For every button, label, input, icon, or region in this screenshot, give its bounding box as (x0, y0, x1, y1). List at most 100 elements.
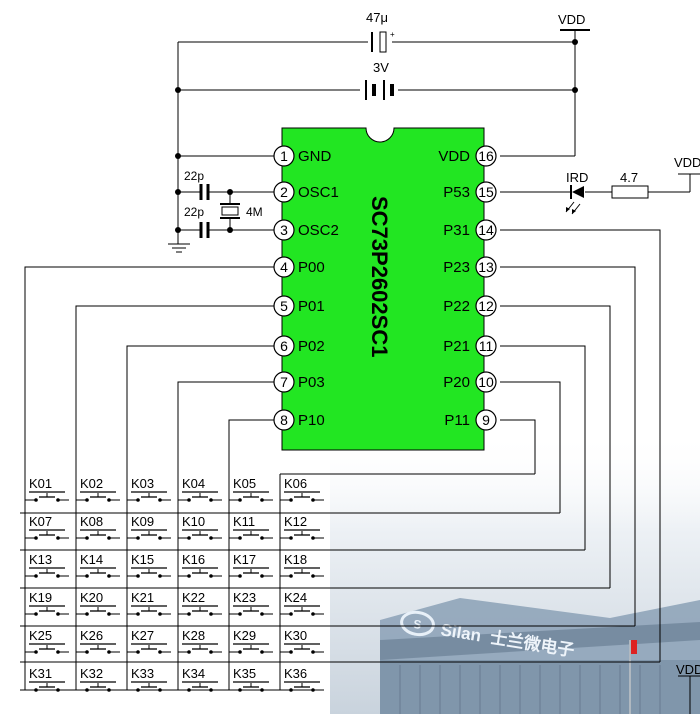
chip-body (281, 127, 485, 451)
key-switch: K14 (76, 552, 120, 578)
pin-number-circle (273, 145, 295, 167)
key-label: K23 (233, 590, 256, 605)
key-switch: K23 (229, 590, 273, 616)
pin-number: 9 (482, 412, 490, 428)
cap-electrolytic-label: 47μ (366, 10, 388, 25)
pin-8: 8 P10 (273, 409, 325, 431)
key-label: K28 (182, 628, 205, 643)
pin-label: OSC1 (298, 184, 339, 201)
key-label: K02 (80, 476, 103, 491)
svg-text:+: + (390, 30, 395, 39)
key-label: K21 (131, 590, 154, 605)
key-switch: K30 (280, 628, 324, 654)
electrolytic-capacitor: + 47μ (366, 10, 395, 53)
vdd-bottom-label: VDD (676, 662, 700, 677)
resistor-label: 4.7 (620, 170, 638, 185)
key-switch: K32 (76, 666, 120, 692)
cap2-label: 22p (184, 205, 204, 219)
key-label: K31 (29, 666, 52, 681)
key-switch: K26 (76, 628, 120, 654)
pin-label: P20 (443, 374, 470, 391)
pin-number: 4 (280, 259, 288, 275)
key-switch: K22 (178, 590, 222, 616)
key-switch: K17 (229, 552, 273, 578)
resistor-icon (611, 185, 649, 199)
key-switch: K03 (127, 476, 171, 502)
key-label: K05 (233, 476, 256, 491)
key-switch: K27 (127, 628, 171, 654)
pin-number: 13 (478, 259, 494, 275)
key-label: K03 (131, 476, 154, 491)
pin-number-circle (475, 181, 497, 203)
pin-16: 16 VDD (438, 145, 497, 167)
key-switch: K08 (76, 514, 120, 540)
battery-label: 3V (373, 60, 389, 75)
pin-label: P10 (298, 412, 325, 429)
key-label: K08 (80, 514, 103, 529)
key-switch: K10 (178, 514, 222, 540)
key-switch: K04 (178, 476, 222, 502)
key-switch: K15 (127, 552, 171, 578)
key-label: K10 (182, 514, 205, 529)
pin-label: VDD (438, 148, 470, 165)
pin-number-circle (273, 409, 295, 431)
pin-number-circle (273, 181, 295, 203)
key-switch: K18 (280, 552, 324, 578)
key-switch: K11 (229, 514, 273, 540)
pin-label: P23 (443, 259, 470, 276)
key-label: K24 (284, 590, 307, 605)
pin-label: P22 (443, 298, 470, 315)
key-switch: K13 (25, 552, 69, 578)
pin-number: 10 (478, 374, 494, 390)
pin-label: P31 (443, 222, 470, 239)
key-switch: K36 (280, 666, 324, 692)
key-label: K12 (284, 514, 307, 529)
key-label: K32 (80, 666, 103, 681)
key-label: K34 (182, 666, 205, 681)
key-label: K09 (131, 514, 154, 529)
pin-number-circle (273, 256, 295, 278)
pin-number: 8 (280, 412, 288, 428)
chip-name: SC73P2602SC1 (367, 196, 392, 357)
vdd-right-label: VDD (674, 155, 700, 170)
pin-number-circle (475, 371, 497, 393)
pin-number: 16 (478, 148, 494, 164)
pin-number-circle (475, 145, 497, 167)
pin-number: 6 (280, 338, 288, 354)
key-switch: K31 (25, 666, 69, 692)
vdd-top-label: VDD (558, 12, 585, 27)
key-label: K13 (29, 552, 52, 567)
pin-label: P21 (443, 338, 470, 355)
key-switch: K09 (127, 514, 171, 540)
key-label: K07 (29, 514, 52, 529)
key-label: K01 (29, 476, 52, 491)
key-label: K25 (29, 628, 52, 643)
pin-label: P53 (443, 184, 470, 201)
key-switch: K29 (229, 628, 273, 654)
junctions (175, 39, 578, 233)
key-label: K29 (233, 628, 256, 643)
key-switch: K19 (25, 590, 69, 616)
key-switch: K25 (25, 628, 69, 654)
svg-text:S: S (412, 617, 422, 632)
capacitor-icon (199, 184, 210, 238)
pin-label: P03 (298, 374, 325, 391)
pin-label: GND (298, 148, 332, 165)
pin-number-circle (273, 295, 295, 317)
pin-number-circle (273, 371, 295, 393)
pin-number-circle (273, 219, 295, 241)
key-label: K04 (182, 476, 205, 491)
key-label: K36 (284, 666, 307, 681)
key-label: K26 (80, 628, 103, 643)
key-label: K06 (284, 476, 307, 491)
crystal-icon (220, 203, 240, 219)
